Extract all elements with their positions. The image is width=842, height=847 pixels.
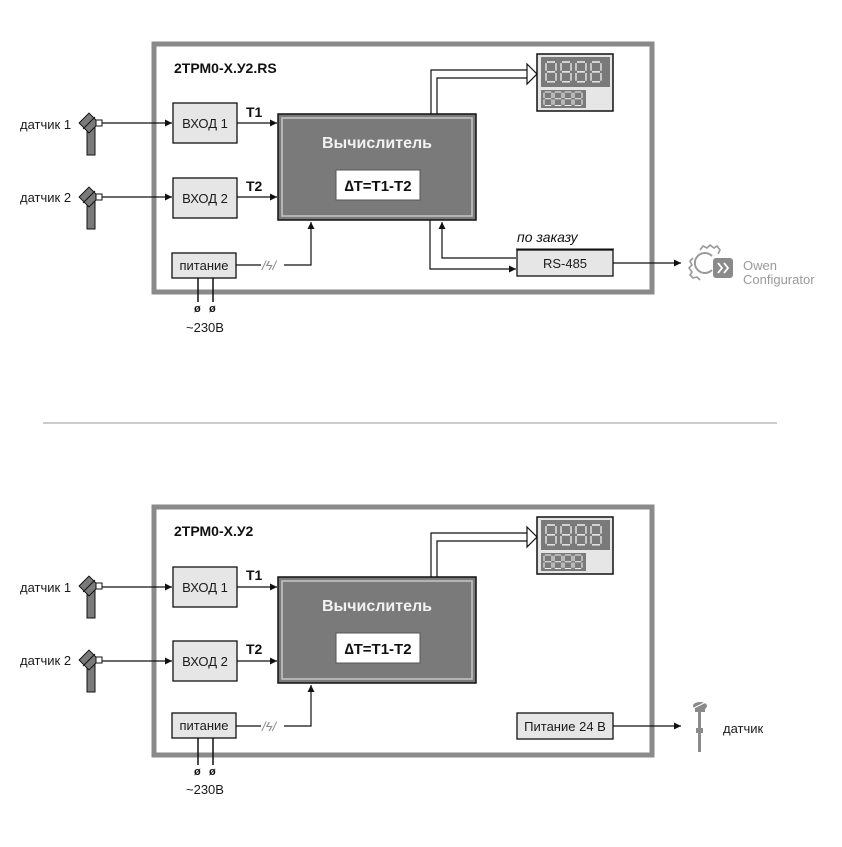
input-1-label: ВХОД 1	[182, 580, 228, 595]
formula-text: ∆T=T1-T2	[344, 641, 411, 658]
terminal-1: ø	[194, 303, 201, 315]
power-label: питание	[179, 258, 228, 273]
calculator-block	[277, 576, 477, 684]
optional-note: по заказу	[517, 229, 579, 245]
sensor-2-label: датчик 2	[20, 190, 71, 205]
thermocouple-icon	[693, 701, 707, 752]
sensor-1-label: датчик 1	[20, 580, 71, 595]
power-block	[171, 252, 237, 279]
diagram-basic: 2ТРМ0-Х.У2 датчик 1 датчик 2 ВХОД 1 ВХОД…	[20, 504, 764, 797]
signal-t1: Т1	[246, 104, 263, 120]
supply-voltage: ~230В	[186, 320, 224, 335]
sensor-2-icon	[78, 186, 103, 230]
input-2-label: ВХОД 2	[182, 191, 228, 206]
sensor-2-icon	[78, 649, 103, 693]
rs485-block	[516, 249, 614, 277]
led-display	[536, 53, 614, 112]
input-1-block	[172, 566, 238, 608]
input-2-block	[172, 177, 238, 219]
calculator-label: Вычислитель	[322, 135, 432, 152]
input-1-block	[172, 102, 238, 144]
gear-chevron-icon	[687, 243, 733, 281]
calculator-block	[277, 113, 477, 221]
configurator-text: Configurator	[743, 272, 815, 287]
isolation-symbol: /ϟ/	[261, 719, 277, 734]
led-display	[536, 516, 614, 575]
isolation-symbol: /ϟ/	[261, 258, 277, 273]
owen-text: Owen	[743, 258, 777, 273]
owen-configurator-logo: Owen Configurator	[687, 243, 815, 287]
signal-t2: Т2	[246, 178, 263, 194]
supply-voltage: ~230В	[186, 782, 224, 797]
power-label: питание	[179, 718, 228, 733]
input-2-label: ВХОД 2	[182, 654, 228, 669]
input-1-label: ВХОД 1	[182, 116, 228, 131]
terminal-2: ø	[209, 766, 216, 778]
sensor-1-label: датчик 1	[20, 117, 71, 132]
terminal-1: ø	[194, 766, 201, 778]
formula-text: ∆T=T1-T2	[344, 178, 411, 195]
device-title: 2ТРМ0-Х.У2.RS	[174, 60, 277, 76]
diagram-rs485: 2ТРМ0-Х.У2.RS датчик 1 датчик 2 ВХОД 1 В…	[20, 41, 815, 335]
signal-t1: Т1	[246, 567, 263, 583]
formula-box	[335, 632, 421, 664]
signal-t2: Т2	[246, 641, 263, 657]
aux-power-label: Питание 24 В	[524, 719, 606, 734]
rs485-label: RS-485	[543, 256, 587, 271]
aux-power-block	[516, 712, 614, 740]
formula-box	[335, 169, 421, 201]
sensor-2-label: датчик 2	[20, 653, 71, 668]
terminal-2: ø	[209, 303, 216, 315]
sensor-1-icon	[78, 112, 103, 156]
device-title: 2ТРМ0-Х.У2	[174, 523, 254, 539]
external-sensor-label: датчик	[723, 721, 764, 736]
sensor-1-icon	[78, 575, 103, 619]
calculator-label: Вычислитель	[322, 598, 432, 615]
